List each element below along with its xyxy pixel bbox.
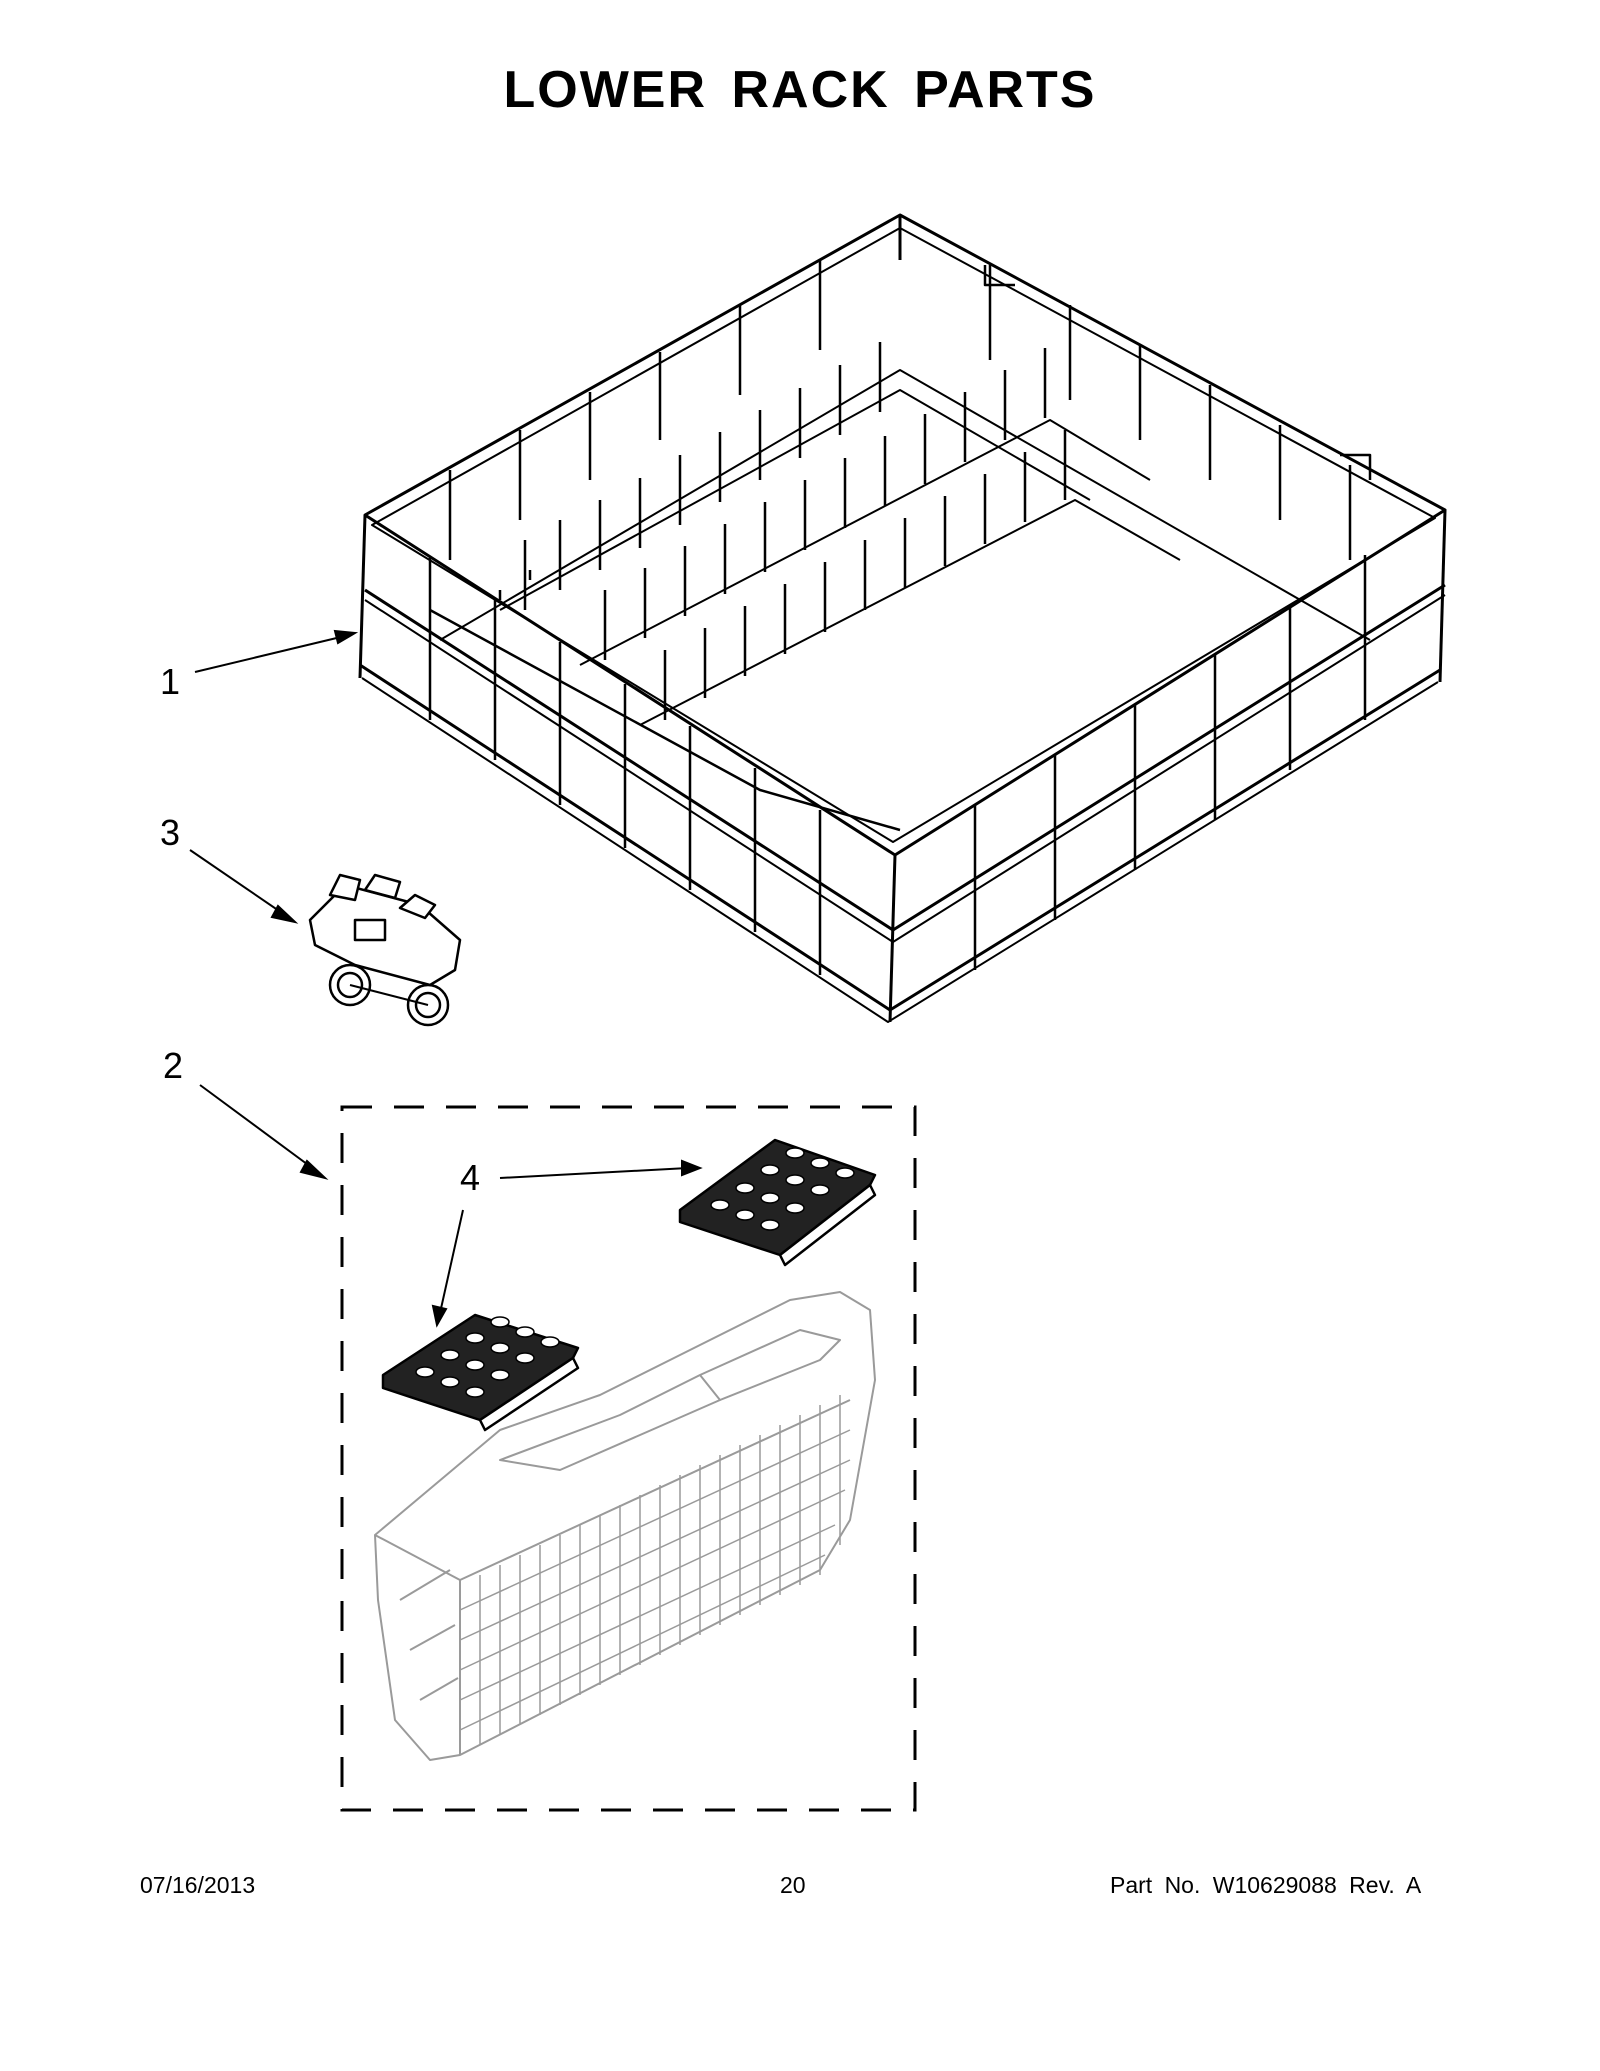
page-title: LOWER RACK PARTS [503,61,1097,119]
footer-page-number: 20 [780,1872,806,1898]
callout-4: 4 [460,1157,480,1198]
basket-lid-upper-drawing [678,1138,877,1267]
callout-1: 1 [160,661,180,702]
silverware-basket-drawing [374,1291,876,1761]
footer-part-number: Part No. W10629088 Rev. A [1110,1872,1422,1898]
lower-rack-drawing [358,213,1447,1023]
footer-date: 07/16/2013 [140,1872,256,1898]
callout-2: 2 [163,1045,183,1086]
leader-lines [189,629,703,1328]
callout-3: 3 [160,812,180,853]
basket-lid-lower-drawing [381,1313,580,1432]
basket-assembly-box [340,1105,917,1812]
rack-roller-drawing [308,873,462,1027]
